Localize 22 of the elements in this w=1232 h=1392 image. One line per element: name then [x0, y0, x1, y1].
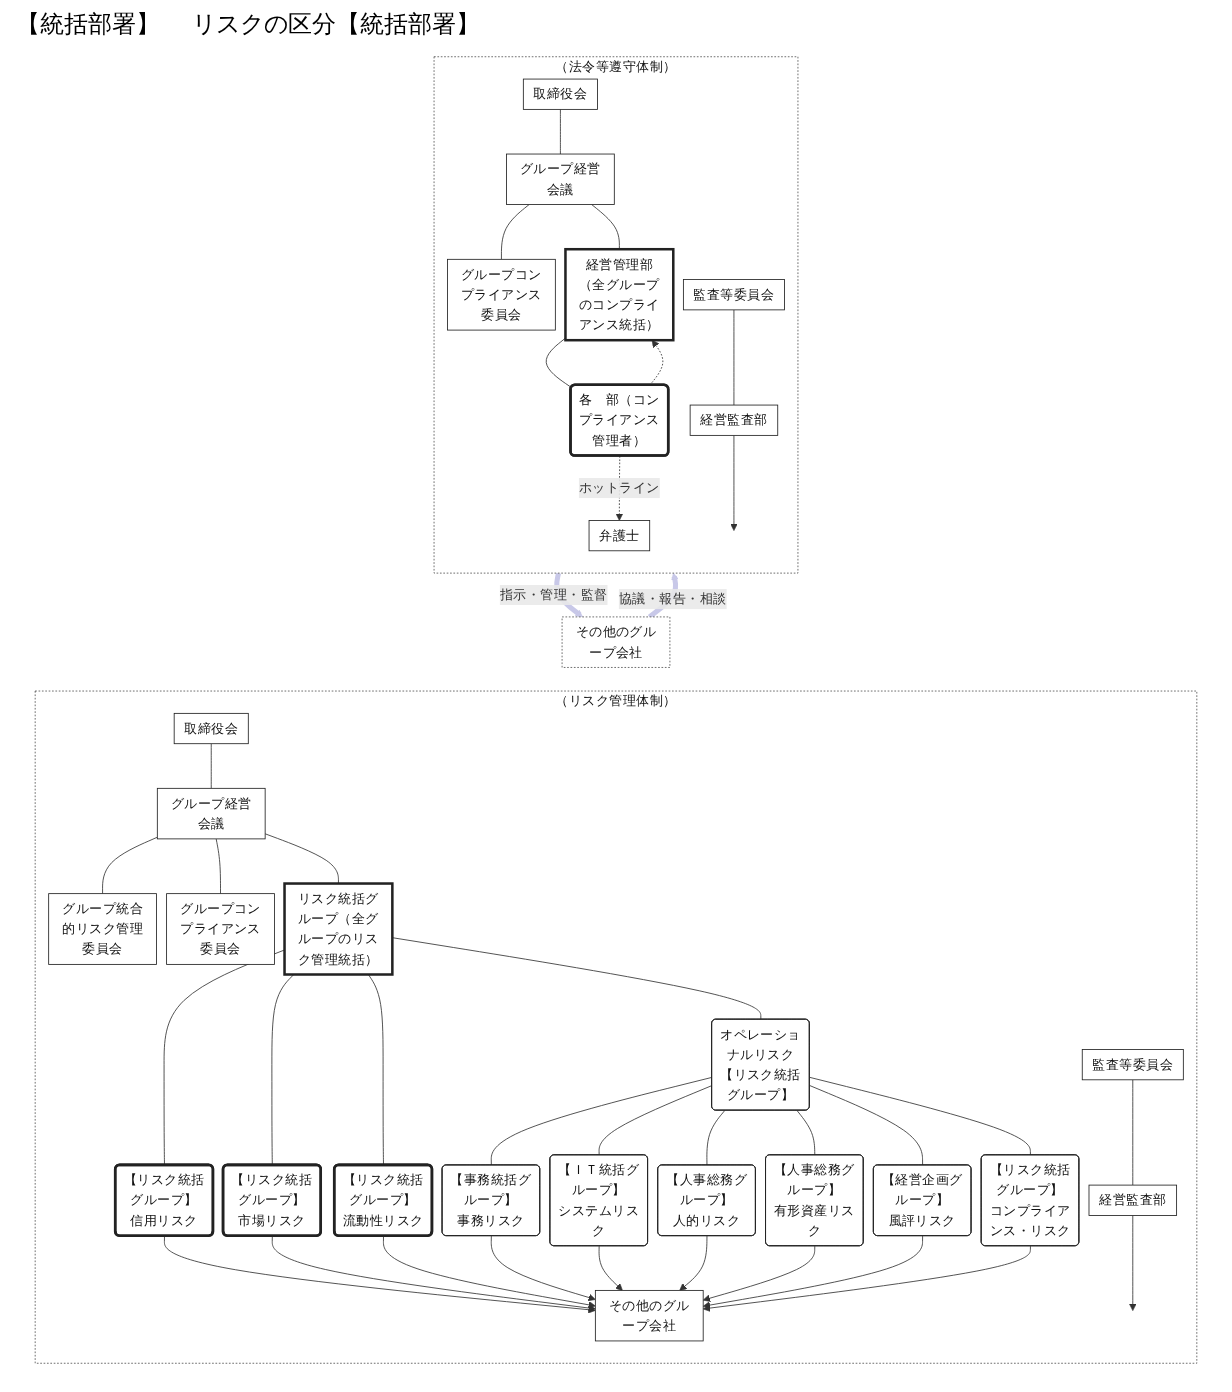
connector: [560, 108, 561, 155]
connector: [545, 337, 572, 388]
connector: [163, 949, 285, 1166]
connector: [215, 838, 221, 895]
connector: [264, 833, 339, 884]
connector: [367, 974, 384, 1166]
connector: [1132, 1079, 1134, 1186]
connector: [102, 836, 158, 895]
connector: [501, 204, 530, 260]
connector: [271, 974, 295, 1166]
side-note: 【統括部署】: [16, 8, 160, 42]
connector: [490, 1076, 713, 1166]
connector: [733, 309, 735, 406]
side-note: リスクの区分【統括部署】: [192, 8, 480, 42]
connector: [591, 204, 620, 250]
connector: [809, 1085, 924, 1166]
connector: [809, 1076, 1031, 1156]
connector: [598, 1085, 713, 1156]
connector: [391, 937, 762, 1020]
connector: [796, 1110, 816, 1156]
connector: [210, 743, 212, 789]
connector: [706, 1110, 726, 1166]
